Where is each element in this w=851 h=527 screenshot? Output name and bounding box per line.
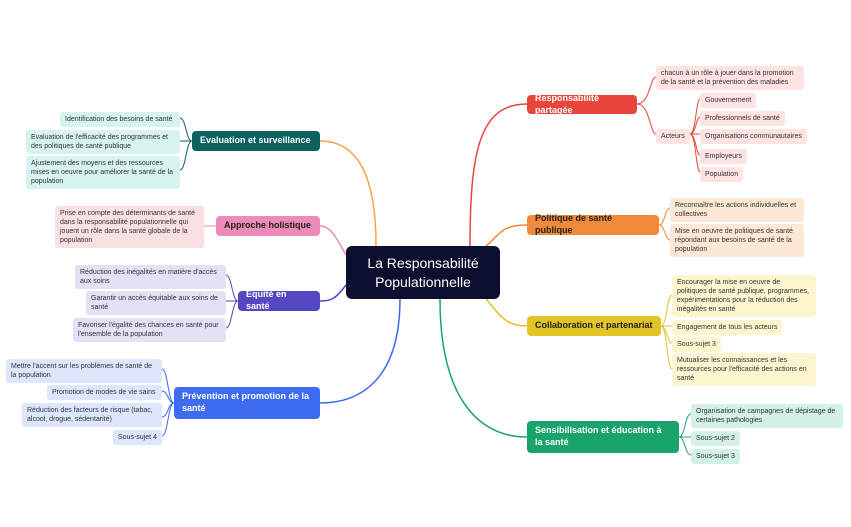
- leaf-probleme-sante-population[interactable]: Mettre l'accent sur les problèmes de san…: [6, 359, 162, 384]
- leaf-sous-sujet-3-collab[interactable]: Sous-sujet 3: [672, 337, 721, 353]
- leaf-role-promotion[interactable]: chacun à un rôle à jouer dans la promoti…: [656, 66, 804, 91]
- leaf-employeurs[interactable]: Employeurs: [700, 149, 747, 165]
- leaf-campagnes-depistage[interactable]: Organisation de campagnes de dépistage d…: [691, 404, 843, 429]
- leaf-actions-individuelles[interactable]: Reconnaître les actions individuelles et…: [670, 198, 804, 223]
- leaf-egalite-chances[interactable]: Favoriser l'égalité des chances en santé…: [73, 318, 226, 343]
- leaf-determinants-sante[interactable]: Prise en compte des déterminants de sant…: [55, 206, 204, 249]
- leaf-reduction-inegalites[interactable]: Réduction des inégalités en matière d'ac…: [75, 265, 226, 290]
- leaf-sous-sujet-3-sensib[interactable]: Sous-sujet 3: [691, 449, 740, 465]
- branch-politique-sante-publique[interactable]: Politique de santé publique: [527, 213, 659, 235]
- branch-responsabilite-partagee[interactable]: Responsabilité partagée: [527, 93, 637, 115]
- leaf-sous-sujet-2-sensib[interactable]: Sous-sujet 2: [691, 431, 740, 447]
- branch-prevention-promotion[interactable]: Prévention et promotion de la santé: [174, 387, 320, 419]
- branch-collaboration-partenariat[interactable]: Collaboration et partenariat: [527, 316, 661, 336]
- leaf-gouvernement[interactable]: Gouvernement: [700, 93, 757, 109]
- leaf-evaluation-efficacite[interactable]: Evaluation de l'efficacité des programme…: [26, 130, 180, 155]
- leaf-acteurs[interactable]: Acteurs: [656, 129, 690, 145]
- leaf-engagement-acteurs[interactable]: Engagement de tous les acteurs: [672, 320, 783, 336]
- branch-approche-holistique[interactable]: Approche holistique: [216, 216, 320, 236]
- leaf-identification-besoins[interactable]: Identification des besoins de santé: [60, 112, 180, 128]
- leaf-mise-en-oeuvre-politiques[interactable]: Mise en oeuvre de politiques de santé ré…: [670, 224, 804, 258]
- leaf-encourager-politiques[interactable]: Encourager la mise en oeuvre de politiqu…: [672, 275, 816, 318]
- central-topic[interactable]: La Responsabilité Populationnelle: [346, 246, 500, 299]
- leaf-organisations-communautaires[interactable]: Organisations communautaires: [700, 129, 807, 145]
- branch-equite-sante[interactable]: Equité en santé: [238, 289, 320, 311]
- leaf-population[interactable]: Population: [700, 167, 744, 183]
- leaf-sous-sujet-4[interactable]: Sous-sujet 4: [113, 430, 162, 446]
- leaf-ajustement-moyens[interactable]: Ajustement des moyens et des ressources …: [26, 156, 180, 190]
- branch-sensibilisation-education[interactable]: Sensibilisation et éducation à la santé: [527, 421, 679, 453]
- leaf-professionnels-sante[interactable]: Professionnels de santé: [700, 111, 785, 127]
- branch-evaluation-surveillance[interactable]: Evaluation et surveillance: [192, 131, 320, 151]
- leaf-facteurs-risque[interactable]: Réduction des facteurs de risque (tabac,…: [22, 403, 162, 428]
- leaf-modes-de-vie-sains[interactable]: Promotion de modes de vie sains: [47, 385, 162, 401]
- leaf-mutualiser-connaissances[interactable]: Mutualiser les connaissances et les ress…: [672, 353, 816, 387]
- leaf-acces-equitable[interactable]: Garantir un accès équitable aux soins de…: [86, 291, 226, 316]
